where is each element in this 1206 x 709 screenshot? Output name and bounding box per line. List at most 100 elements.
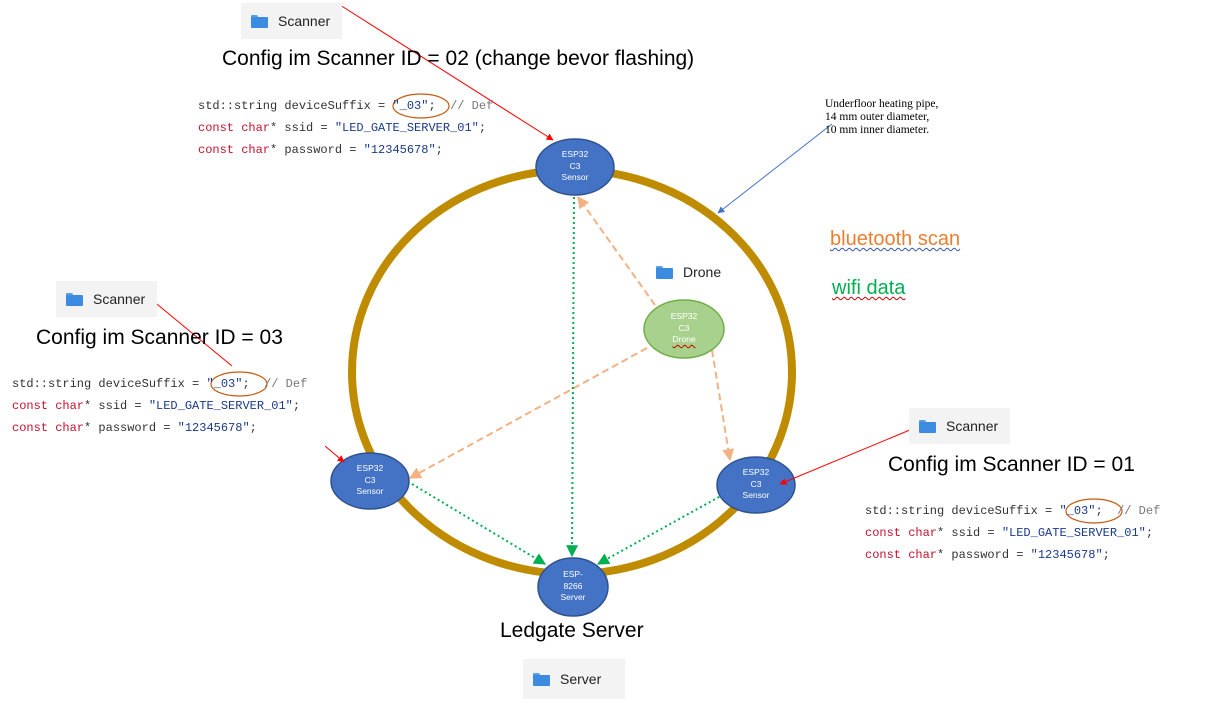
folder-label: Scanner [278, 13, 331, 29]
pipe-note-line: 10 mm inner diameter. [825, 124, 930, 136]
code-text: ; [242, 377, 265, 391]
suffix-highlight-right [1065, 498, 1123, 524]
callout-arrow-right [779, 426, 918, 485]
legend-bluetooth-scan: bluetooth scan [830, 228, 960, 251]
folder-drone[interactable]: Drone [646, 254, 734, 290]
legend-wifi-text: wifi data [832, 277, 906, 299]
pipe-note-line: 14 mm outer diameter, [825, 111, 930, 123]
code-block-left: std::string deviceSuffix = "_03"; // Def… [12, 373, 307, 439]
suffix-highlight-left [210, 371, 268, 397]
code-line-password: const char* password = "12345678"; [865, 548, 1110, 562]
code-keyword: const char [865, 526, 938, 540]
folder-scanner-right[interactable]: Scanner [909, 408, 1011, 444]
heading-config-left: Config im Scanner ID = 03 [36, 326, 283, 349]
code-keyword: const char [198, 143, 271, 157]
folder-label: Server [560, 671, 602, 687]
code-ssid-value: "LED_GATE_SERVER_01" [334, 121, 479, 135]
code-line-ssid: const char* ssid = "LED_GATE_SERVER_01"; [865, 526, 1153, 540]
code-suffix-value: "_03" [392, 99, 429, 113]
callout-arrow-left-node [324, 445, 345, 463]
legend-bluetooth-text: bluetooth scan [830, 228, 961, 250]
folder-server[interactable]: Server [523, 659, 625, 699]
code-text: ; [1095, 504, 1118, 518]
node-label-line: Drone [644, 334, 724, 346]
code-keyword: const char [12, 399, 85, 413]
folder-scanner-top[interactable]: Scanner [241, 3, 343, 39]
code-text: ; [478, 121, 487, 135]
sensor-node-right [716, 456, 796, 514]
legend-wifi-data: wifi data [832, 277, 905, 300]
drone-node [643, 299, 725, 359]
pipe-note: Underfloor heating pipe, 14 mm outer dia… [825, 98, 938, 137]
code-keyword: const char [198, 121, 271, 135]
code-suffix-value: "_03" [1059, 504, 1096, 518]
node-label-line: ESP32 [742, 467, 770, 477]
code-text: ; [292, 399, 301, 413]
code-text: ; [1102, 548, 1110, 562]
node-label-line: 8266 [563, 580, 583, 591]
code-text: ; [435, 143, 443, 157]
server-node [537, 557, 609, 617]
node-label-line: C3 [569, 160, 581, 171]
node-label-line: C3 [678, 322, 690, 333]
bluetooth-arrow-to-left [408, 347, 648, 479]
code-text: * password = [84, 421, 178, 435]
code-comment: // Def [1117, 504, 1161, 518]
code-text: ; [1145, 526, 1154, 540]
folder-icon [66, 292, 83, 306]
bluetooth-arrow-to-right [711, 349, 735, 462]
code-suffix-value: "_03" [206, 377, 243, 391]
code-line-suffix: std::string deviceSuffix = "_03"; // Def [12, 377, 307, 391]
code-comment: // Def [264, 377, 308, 391]
code-ssid-value: "LED_GATE_SERVER_01" [148, 399, 293, 413]
callout-arrow-top [339, 4, 554, 141]
node-label-server: ESP- 8266 Server [533, 569, 613, 604]
code-block-top: std::string deviceSuffix = "_03"; // Def… [198, 95, 493, 161]
code-line-ssid: const char* ssid = "LED_GATE_SERVER_01"; [198, 121, 486, 135]
code-text: std::string deviceSuffix = [12, 377, 207, 391]
node-label-line: Sensor [561, 172, 589, 182]
node-label-line: ESP32 [356, 463, 384, 473]
folder-label: Scanner [946, 418, 999, 434]
wifi-arrow-left-to-server [411, 483, 547, 565]
node-label-line: ESP32 [670, 311, 698, 321]
code-password-value: "12345678" [1030, 548, 1103, 562]
folder-label: Scanner [93, 291, 146, 307]
pipe-note-line: Underfloor heating pipe, [825, 98, 939, 110]
code-line-ssid: const char* ssid = "LED_GATE_SERVER_01"; [12, 399, 300, 413]
code-keyword: const char [865, 548, 938, 562]
folder-icon [919, 419, 936, 433]
code-text: ; [428, 99, 451, 113]
heading-config-top: Config im Scanner ID = 02 (change bevor … [222, 47, 695, 70]
node-label-right: ESP32 C3 Sensor [716, 467, 796, 502]
folder-icon [251, 14, 268, 28]
node-label-line: ESP- [563, 569, 583, 579]
code-text: ; [249, 421, 257, 435]
heading-config-right: Config im Scanner ID = 01 [888, 453, 1135, 476]
node-label-left: ESP32 C3 Sensor [330, 463, 410, 498]
node-label-line: Sensor [356, 486, 384, 496]
folder-icon [656, 265, 673, 279]
wifi-arrow-top-to-server [566, 196, 579, 558]
pipe-note-arrow [717, 123, 833, 214]
folder-label: Drone [683, 264, 722, 280]
bluetooth-arrow-to-top [577, 196, 656, 306]
code-ssid-value: "LED_GATE_SERVER_01" [1001, 526, 1146, 540]
code-line-password: const char* password = "12345678"; [198, 143, 443, 157]
node-label-line: C3 [364, 474, 376, 485]
sensor-node-left [330, 452, 410, 510]
sensor-node-top [535, 138, 615, 196]
code-text: * password = [270, 143, 364, 157]
code-comment: // Def [450, 99, 494, 113]
code-password-value: "12345678" [177, 421, 250, 435]
folder-icon [533, 672, 550, 686]
callout-arrow-left [151, 299, 233, 367]
node-label-line: Sensor [742, 490, 770, 500]
heading-ledgate-server: Ledgate Server [500, 619, 644, 642]
node-label-line: ESP32 [561, 149, 589, 159]
code-keyword: const char [12, 421, 85, 435]
code-line-password: const char* password = "12345678"; [12, 421, 257, 435]
code-line-suffix: std::string deviceSuffix = "_03"; // Def [865, 504, 1160, 518]
folder-scanner-left[interactable]: Scanner [56, 281, 158, 317]
code-text: std::string deviceSuffix = [865, 504, 1060, 518]
